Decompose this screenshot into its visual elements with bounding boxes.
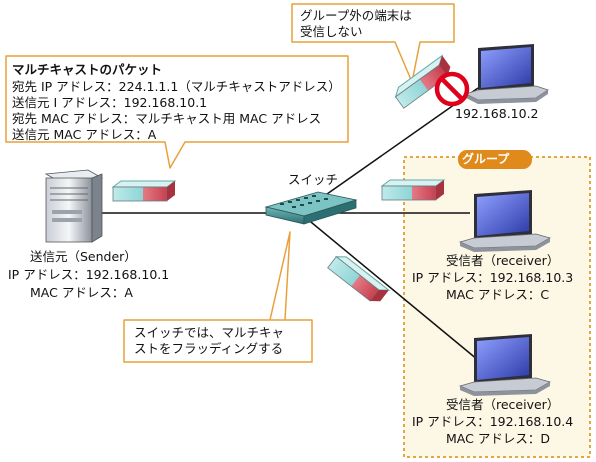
laptop-receiver-1-icon	[458, 190, 552, 252]
receiver-1-ip: IP アドレス：192.168.10.3	[412, 270, 574, 285]
outside-callout-line: グループ外の端末は	[300, 8, 412, 23]
group-label-tag	[458, 150, 532, 169]
outside-host-ip: 192.168.10.2	[455, 106, 539, 121]
group-label: グループ	[462, 152, 510, 166]
laptop-outside-icon	[464, 44, 549, 104]
link-switch-receiver-2	[299, 212, 479, 361]
receiver-1-mac: MAC アドレス：C	[446, 287, 550, 302]
receiver-1-name: 受信者（receiver）	[446, 253, 560, 268]
laptop-receiver-2-icon	[458, 334, 552, 396]
outside-callout	[291, 3, 455, 83]
server-icon	[44, 169, 104, 243]
packet-callout	[5, 55, 349, 169]
receiver-2-mac: MAC アドレス：D	[446, 431, 550, 446]
outside-callout-line: 受信しない	[300, 24, 363, 39]
packet-outside	[394, 54, 451, 109]
packet-box-line: 送信元 MAC アドレス：A	[12, 127, 157, 142]
prohibited-icon	[434, 71, 470, 107]
packet-receiver-1	[380, 179, 446, 201]
receiver-2-ip: IP アドレス：192.168.10.4	[412, 414, 574, 429]
packet-sender	[111, 180, 177, 202]
link-switch-outside-host	[299, 87, 479, 214]
switch-label: スイッチ	[288, 172, 339, 187]
packet-box-line: 宛先 IP アドレス：224.1.1.1（マルチキャストアドレス）	[12, 79, 341, 94]
switch-callout-line: スイッチでは、マルチキャ	[134, 325, 285, 340]
packet-receiver-2	[327, 256, 391, 302]
network-links	[98, 87, 479, 361]
packet-box-title: マルチキャストのパケット	[12, 62, 163, 77]
sender-mac: MAC アドレス：A	[30, 285, 133, 300]
packet-box-line: 送信元 I アドレス：192.168.10.1	[12, 95, 208, 110]
switch-icon	[264, 191, 358, 225]
switch-callout	[123, 231, 313, 363]
receiver-2-name: 受信者（receiver）	[446, 397, 560, 412]
switch-callout-line: ストをフラッディングする	[134, 341, 284, 356]
packet-box-line: 宛先 MAC アドレス：マルチキャスト用 MAC アドレス	[12, 111, 322, 126]
sender-name: 送信元（Sender）	[30, 249, 137, 264]
sender-ip: IP アドレス：192.168.10.1	[8, 267, 170, 282]
